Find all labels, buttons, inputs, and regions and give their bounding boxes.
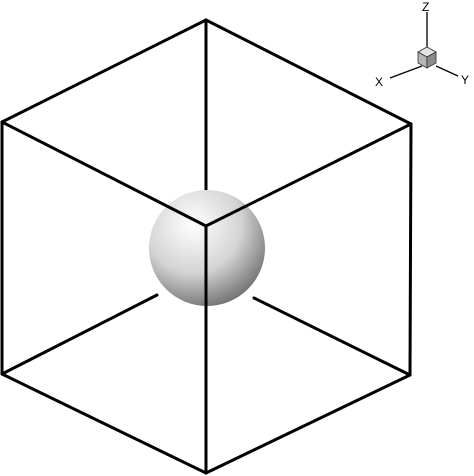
cube-edge-front-right bbox=[204, 122, 413, 228]
cube-edge-right bbox=[408, 122, 413, 377]
cube-edge-top-left bbox=[0, 18, 208, 124]
cube-edge-bottom-right bbox=[204, 373, 412, 475]
axis-triad: Z X Y bbox=[375, 0, 469, 89]
cube-edge-front-left bbox=[0, 120, 208, 228]
orientation-cube-icon bbox=[417, 46, 437, 69]
z-axis-label: Z bbox=[422, 0, 429, 14]
cube-front-edges bbox=[0, 120, 413, 475]
x-axis-label: X bbox=[375, 75, 383, 89]
cube-edge-back-right-lower bbox=[252, 296, 412, 377]
x-axis-line bbox=[389, 65, 423, 79]
cube-edge-top-right bbox=[204, 18, 413, 126]
y-axis-line bbox=[435, 65, 459, 77]
orientation-cube-right bbox=[426, 51, 437, 69]
cube-edge-back-left-lower bbox=[0, 293, 159, 376]
y-axis-label: Y bbox=[461, 73, 469, 87]
cube-edge-bottom-left bbox=[0, 372, 208, 475]
